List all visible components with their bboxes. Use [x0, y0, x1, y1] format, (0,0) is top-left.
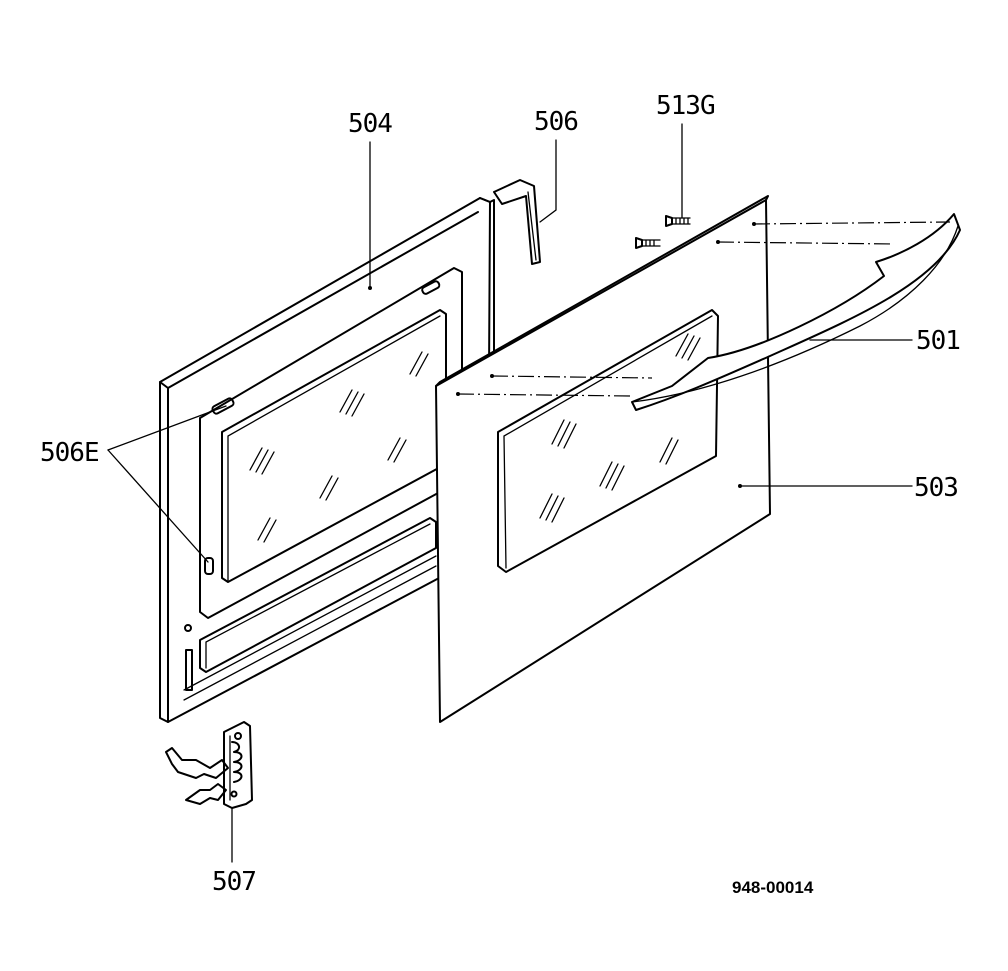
- hinge-507: [165, 721, 253, 809]
- door-seal-506: [493, 179, 541, 265]
- label-506e: 506E: [40, 438, 99, 468]
- glass-reflection-marks: [249, 351, 429, 543]
- outer-glass-panel-503: [435, 195, 771, 723]
- label-501: 501: [916, 326, 960, 356]
- drawing-number: 948-00014: [732, 878, 814, 897]
- label-504: 504: [348, 109, 392, 139]
- label-506: 506: [534, 107, 578, 137]
- label-507: 507: [212, 867, 256, 897]
- leader-lines: [107, 123, 913, 863]
- label-513g: 513G: [656, 91, 715, 121]
- door-handle-501: [631, 213, 961, 411]
- label-503: 503: [914, 473, 958, 503]
- screws-513g: [635, 215, 691, 249]
- alignment-lines: [457, 221, 951, 397]
